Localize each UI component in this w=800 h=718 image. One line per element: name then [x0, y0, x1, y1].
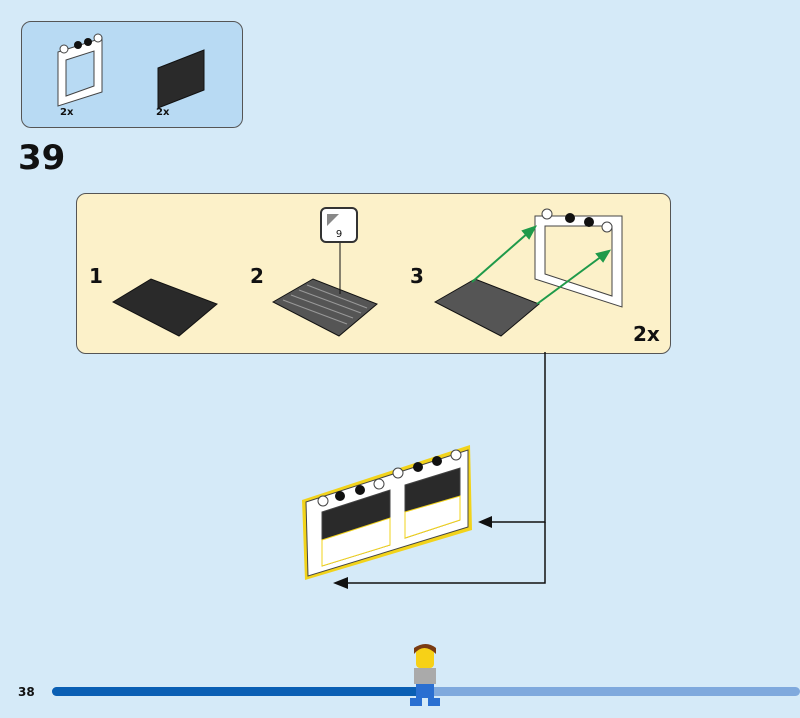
substep-illustrations: 9	[111, 207, 623, 337]
substep-multiplier: 2x	[633, 322, 660, 346]
substep-number: 1	[89, 264, 103, 288]
pane-with-sticker	[271, 207, 378, 337]
step-number: 39	[18, 138, 66, 178]
window-frame-part	[57, 33, 103, 107]
parts-illustration	[57, 33, 205, 109]
parts-list-box: 2x 2x	[21, 21, 243, 128]
black-pane	[111, 278, 218, 337]
progress-bar	[52, 687, 800, 696]
window-pane-part	[157, 49, 205, 109]
part-quantity: 2x	[60, 107, 74, 118]
substep-box: 1 2 3 2x 9	[76, 193, 671, 354]
substep-number: 2	[250, 264, 264, 288]
minifigure-icon	[410, 644, 440, 706]
page-number: 38	[18, 685, 35, 699]
green-arrows	[471, 225, 612, 305]
pane-and-frame	[433, 208, 623, 337]
substep-number: 3	[410, 264, 424, 288]
assembled-windows	[302, 445, 472, 580]
part-quantity: 2x	[156, 107, 170, 118]
connector-arrows	[345, 352, 546, 584]
sticker-number: 9	[336, 229, 342, 240]
